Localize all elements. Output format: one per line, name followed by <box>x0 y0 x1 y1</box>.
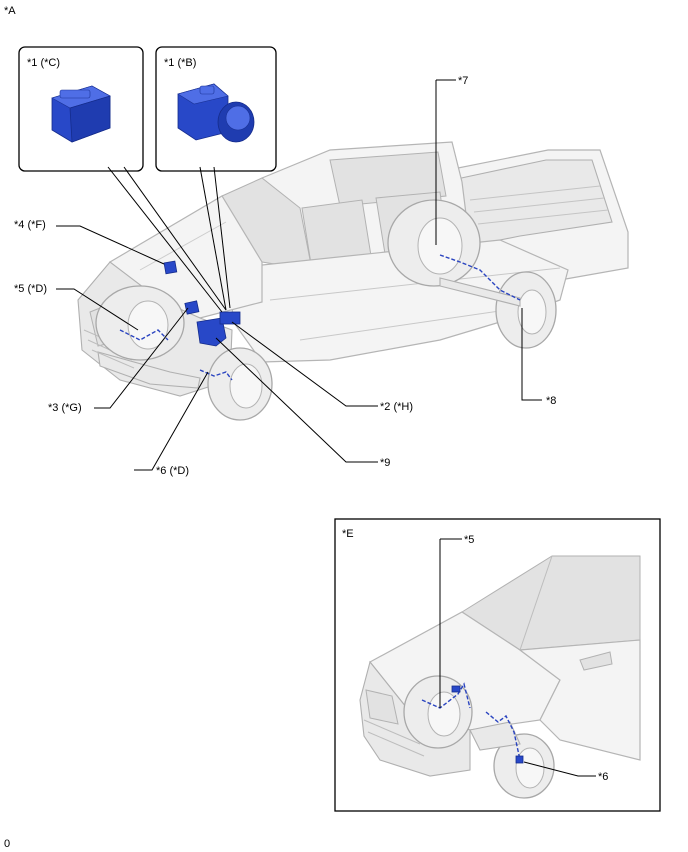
inset-leader-6 <box>523 761 596 777</box>
component-4 <box>163 260 178 275</box>
rear-speed-sensor-wire <box>439 254 521 301</box>
callout-4-f: *4 (*F) <box>14 219 46 231</box>
leader-1-b-b <box>213 166 231 309</box>
callout-label-1-c: *1 (*C) <box>27 57 60 69</box>
footer-code: 0 <box>4 838 10 850</box>
abs-actuator-b-icon <box>177 83 255 143</box>
leader-5 <box>56 288 139 331</box>
leader-2 <box>231 321 378 407</box>
abs-actuator <box>196 317 227 347</box>
inset-callout-5: *5 <box>464 534 474 546</box>
inset-components <box>421 682 524 764</box>
callout-9: *9 <box>380 457 390 469</box>
inset-callout-6: *6 <box>598 771 608 783</box>
callout-6-d: *6 (*D) <box>156 465 189 477</box>
callout-label-1-b: *1 (*B) <box>164 57 196 69</box>
inset-front-left-sensor-wire <box>421 682 471 709</box>
inset-component-6 <box>515 755 524 764</box>
inset-front-right-sensor-wire <box>485 711 521 761</box>
leader-6 <box>134 371 209 471</box>
callout-7: *7 <box>458 75 468 87</box>
leader-1-c <box>107 166 223 313</box>
callout-box-c: *1 (*C) <box>18 46 144 172</box>
component-2 <box>219 311 241 325</box>
leader-1-b <box>199 166 227 311</box>
abs-actuator-c-icon <box>51 85 111 143</box>
callout-3-g: *3 (*G) <box>48 402 82 414</box>
figure-label: *A <box>4 5 16 17</box>
leader-3 <box>94 307 189 409</box>
pickup-truck-illustration <box>77 141 629 421</box>
leader-9 <box>215 337 378 463</box>
inset-component-5 <box>451 685 461 693</box>
leader-7 <box>435 79 456 245</box>
inset-e: *E <box>334 518 661 812</box>
callout-2-h: *2 (*H) <box>380 401 413 413</box>
inset-vehicle-illustration <box>359 555 641 799</box>
leader-4 <box>56 225 165 265</box>
component-3 <box>184 300 200 315</box>
leader-1-c-b <box>123 166 227 311</box>
inset-label: *E <box>342 528 354 540</box>
inset-leader-5 <box>439 538 462 708</box>
callout-5-d: *5 (*D) <box>14 283 47 295</box>
front-left-speed-sensor-wire <box>119 329 169 341</box>
callout-8: *8 <box>546 395 556 407</box>
callout-box-b: *1 (*B) <box>155 46 277 172</box>
leader-8 <box>521 308 542 401</box>
